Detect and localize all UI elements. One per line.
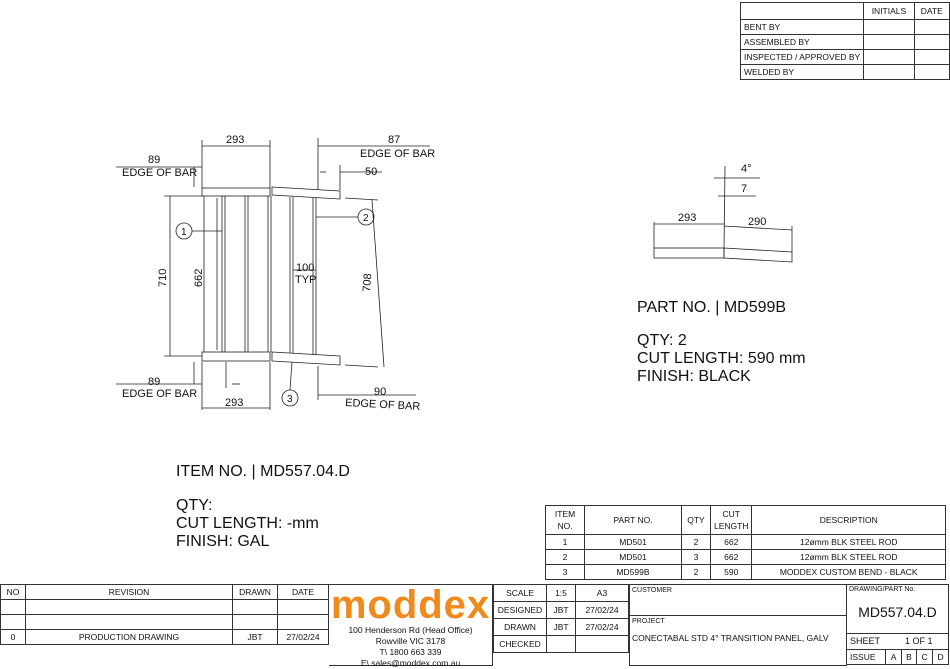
dim-708: 708 <box>361 273 374 292</box>
sheet-box: SHEET 1 OF 1 <box>846 633 949 650</box>
bom-header-cut-length: CUT LENGTH <box>709 505 753 535</box>
detail-dim-7: 7 <box>741 183 747 195</box>
dim-662: 662 <box>193 269 205 287</box>
dim-89-top: 89 <box>148 154 160 166</box>
issue-a: A <box>885 649 902 665</box>
bom-header-item: ITEM NO. <box>545 505 585 535</box>
scale-value: 1:5 <box>546 584 576 602</box>
issue-b: B <box>900 649 918 665</box>
table-row: 0 PRODUCTION DRAWING JBT 27/02/24 <box>0 629 329 645</box>
revision-header-date: DATE <box>277 584 329 600</box>
dim-89-bottom: 89 <box>148 376 160 388</box>
bend-detail <box>653 165 793 263</box>
bom-header-qty: QTY <box>681 505 711 535</box>
customer-label: CUSTOMER <box>632 587 672 594</box>
issue-d: D <box>932 649 949 665</box>
company-address-2: Rowville VIC 3178 <box>375 636 446 646</box>
item-qty: QTY: <box>176 497 213 514</box>
callout-3: 3 <box>287 394 293 405</box>
dim-typ: TYP <box>295 274 316 286</box>
issue-c: C <box>916 649 934 665</box>
item-cut-length: CUT LENGTH: -mm <box>176 515 319 532</box>
approval-table: SCALE 1:5 A3 DESIGNED JBT 27/02/24 DRAWN… <box>493 584 629 653</box>
top-rail-left <box>201 187 271 197</box>
drawing-no-label: DRAWING/PART No. <box>849 586 916 593</box>
revision-header-no: NO <box>0 584 26 600</box>
part-cut-length: CUT LENGTH: 590 mm <box>637 350 806 367</box>
company-email: E\ sales@moddex.com.au <box>360 658 461 668</box>
dim-100: 100 <box>296 262 314 274</box>
edge-of-bar-top-right: EDGE OF BAR <box>360 148 435 160</box>
table-row: 2 MD501 3 662 12ømm BLK STEEL ROD <box>545 549 946 565</box>
revision-table: NO REVISION DRAWN DATE 0 PRODUCTION DRAW… <box>0 584 329 645</box>
designed-by: JBT <box>546 601 576 619</box>
revision-header-drawn: DRAWN <box>232 584 278 600</box>
drawing-no-box: DRAWING/PART No. MD557.04.D <box>846 584 949 634</box>
dim-293-bottom: 293 <box>225 397 243 409</box>
drawn-date: 27/02/24 <box>575 618 629 636</box>
table-row: 3 MD599B 2 590 MODDEX CUSTOM BEND - BLAC… <box>545 564 946 580</box>
edge-of-bar-top-left: EDGE OF BAR <box>122 167 197 179</box>
item-finish: FINISH: GAL <box>176 533 270 550</box>
part-finish: FINISH: BLACK <box>637 368 751 385</box>
drawn-label: DRAWN <box>493 618 547 636</box>
company-block: moddex 100 Henderson Rd (Head Office) Ro… <box>329 583 493 668</box>
customer-box: CUSTOMER <box>629 584 847 616</box>
dim-710: 710 <box>157 269 169 287</box>
table-row: 1 MD501 2 662 12ømm BLK STEEL ROD <box>545 534 946 550</box>
drawing-no: MD557.04.D <box>858 604 937 620</box>
edge-of-bar-bottom-left: EDGE OF BAR <box>122 388 197 400</box>
bom-header-description: DESCRIPTION <box>751 505 946 535</box>
drawn-by: JBT <box>546 618 576 636</box>
signoff-date-cell[interactable] <box>913 64 950 80</box>
designed-date: 27/02/24 <box>575 601 629 619</box>
part-qty: QTY: 2 <box>637 332 687 349</box>
top-rail-right <box>271 186 341 200</box>
dim-90: 90 <box>374 386 386 398</box>
bottom-rail-right <box>271 351 341 366</box>
bom-header-part: PART NO. <box>584 505 682 535</box>
sheet-size: A3 <box>575 584 629 602</box>
dim-293-top: 293 <box>226 134 244 146</box>
company-logo: moddex <box>330 583 491 627</box>
designed-label: DESIGNED <box>493 601 547 619</box>
panel-drawing: 293 87 EDGE OF BAR 89 EDGE OF BAR 50 710… <box>116 134 793 413</box>
project-label: PROJECT <box>632 618 665 625</box>
checked-label: CHECKED <box>493 635 547 653</box>
detail-angle: 4° <box>741 163 752 175</box>
edge-of-bar-bottom-right: EDGE OF BAR <box>345 397 421 413</box>
detail-dim-293: 293 <box>678 212 696 224</box>
project-box: PROJECT CONECTABAL STD 4° TRANSITION PAN… <box>629 615 847 666</box>
sheet-label: SHEET <box>850 636 881 646</box>
detail-dim-290: 290 <box>748 216 766 228</box>
revision-header-revision: REVISION <box>25 584 233 600</box>
company-phone: T\ 1800 663 339 <box>379 647 442 657</box>
bottom-rail-left <box>201 351 271 362</box>
bom-table: ITEM NO. PART NO. QTY CUT LENGTH DESCRIP… <box>545 505 946 580</box>
scale-label: SCALE <box>493 584 547 602</box>
callout-2: 2 <box>363 213 369 224</box>
issue-table: ISSUE A B C D <box>845 649 949 665</box>
part-no: PART NO. | MD599B <box>637 299 787 316</box>
sheet-value: 1 OF 1 <box>905 636 933 646</box>
project-name: CONECTABAL STD 4° TRANSITION PANEL, GALV <box>632 633 829 643</box>
company-address-1: 100 Henderson Rd (Head Office) <box>348 625 473 635</box>
issue-label: ISSUE <box>845 649 887 665</box>
dim-87: 87 <box>388 134 400 146</box>
callout-1: 1 <box>181 227 187 238</box>
dim-50: 50 <box>365 166 377 178</box>
signoff-row-label: WELDED BY <box>739 64 865 80</box>
item-no: ITEM NO. | MD557.04.D <box>176 463 350 480</box>
signoff-table: INITIALS DATE BENT BY ASSEMBLED BY INSPE… <box>739 2 950 80</box>
